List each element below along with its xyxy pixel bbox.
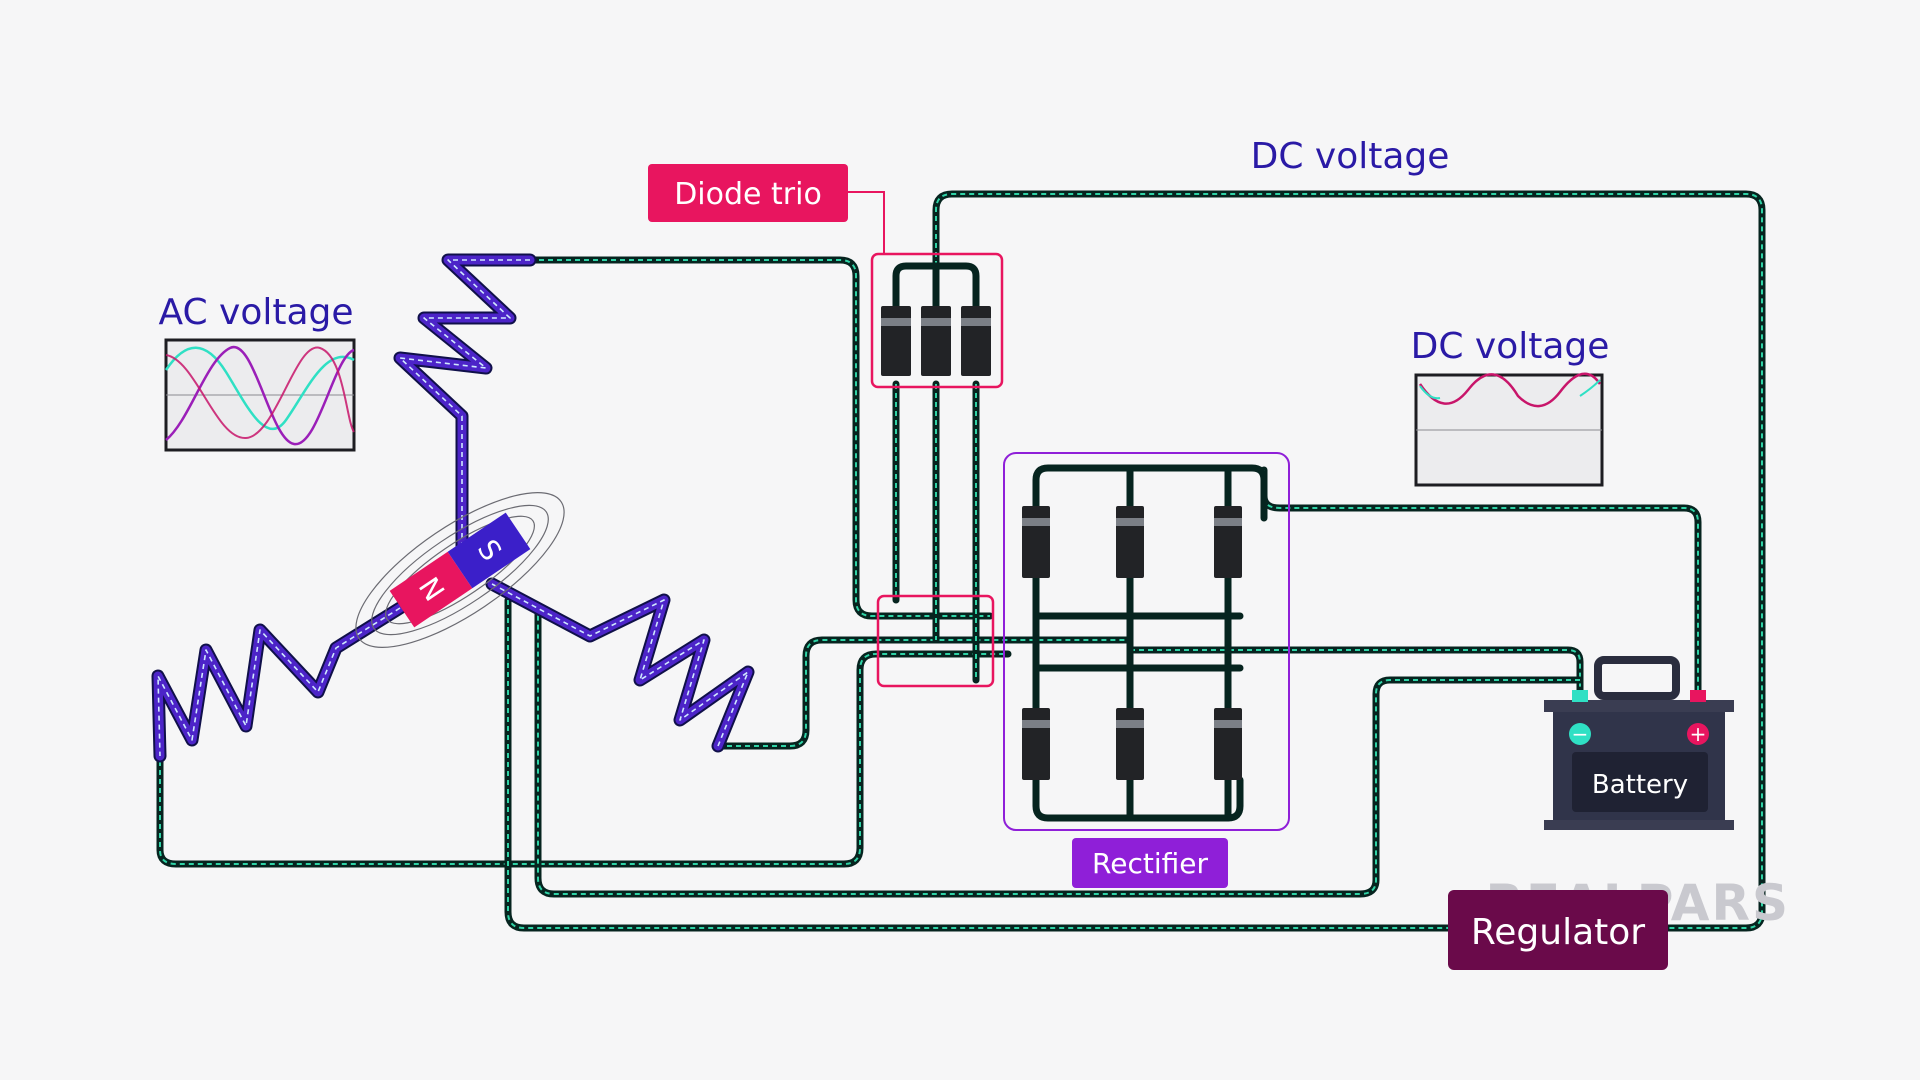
trio-diode-1: [881, 306, 911, 376]
magnet-south-pole: [447, 512, 531, 589]
junction-highlight: [876, 594, 995, 688]
ac-wave-2: [165, 345, 355, 446]
rectifier-diode-2: [1116, 506, 1144, 578]
magnet-north-pole: [389, 551, 473, 628]
ac-wave-1: [164, 346, 355, 430]
battery-label: Battery: [1592, 770, 1688, 800]
rectifier-diode-6: [1214, 708, 1242, 780]
rectifier-label: Rectifier: [1092, 847, 1208, 880]
rectifier-diode-5: [1116, 708, 1144, 780]
trio-diode-3: [961, 306, 991, 376]
rectifier-diode-3: [1214, 506, 1242, 578]
rectifier-bridge: [1003, 452, 1290, 831]
dc-voltage-scope-label: DC voltage: [1411, 326, 1610, 367]
rectifier-diode-4: [1022, 708, 1050, 780]
regulator-label: Regulator: [1471, 912, 1645, 953]
battery: − + Battery: [1544, 656, 1734, 830]
diode-trio-tag: [648, 164, 848, 222]
ac-wave-3: [165, 346, 355, 440]
diode-trio-block: [848, 191, 1004, 688]
diode-trio-label: Diode trio: [674, 177, 822, 212]
stator-coils: [151, 253, 755, 763]
dc-voltage-scope: [1414, 372, 1604, 487]
rotor-magnet: N S: [355, 492, 565, 648]
regulator-tag: [1448, 890, 1668, 970]
trio-diode-2: [921, 306, 951, 376]
battery-negative-terminal: [1569, 723, 1591, 745]
diode-trio-leader: [848, 191, 885, 254]
battery-negative-label: −: [1572, 722, 1589, 746]
battery-positive-terminal: [1687, 723, 1709, 745]
diode-trio-highlight: [870, 252, 1004, 389]
ac-voltage-scope: [164, 338, 356, 452]
rectifier-diode-1: [1022, 506, 1050, 578]
rectifier-outline: [1003, 452, 1290, 831]
ac-voltage-label: AC voltage: [158, 292, 353, 333]
wiring: [156, 190, 1766, 932]
rectifier-tag: [1072, 838, 1228, 888]
dc-voltage-top-label: DC voltage: [1251, 136, 1450, 177]
dc-wave: [1418, 372, 1602, 408]
battery-positive-label: +: [1690, 722, 1707, 746]
